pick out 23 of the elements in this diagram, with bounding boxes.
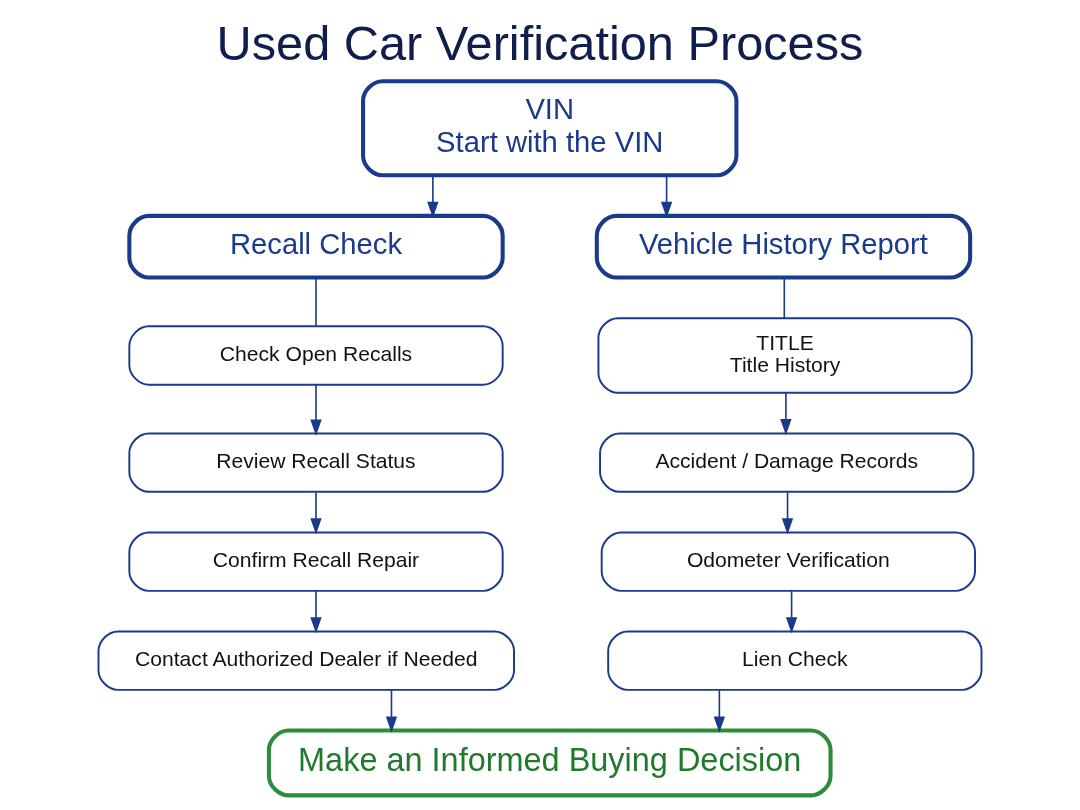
- arrow: [781, 491, 794, 535]
- node-box: Confirm Recall Repair: [128, 531, 504, 592]
- diagram-title: Used Car Verification Process: [216, 16, 864, 71]
- node-box: Odometer Verification: [600, 531, 976, 592]
- node-box: Make an Informed Buying Decision: [266, 728, 833, 798]
- arrow: [385, 689, 398, 733]
- arrow: [713, 689, 726, 733]
- arrow: [310, 491, 322, 535]
- arrow: [310, 590, 322, 634]
- node-box: TITLE Title History: [597, 317, 973, 394]
- arrow: [780, 392, 792, 436]
- node-box: Lien Check: [607, 630, 983, 691]
- node-box: Contact Authorized Dealer if Needed: [97, 630, 515, 691]
- node-box: Check Open Recalls: [128, 325, 504, 386]
- connector: [783, 276, 786, 319]
- connector: [315, 276, 317, 327]
- node-box: Accident / Damage Records: [599, 432, 975, 493]
- node-box: Recall Check: [127, 213, 505, 280]
- arrow: [310, 383, 322, 436]
- node-box: VIN Start with the VIN: [361, 79, 739, 178]
- node-box: Review Recall Status: [128, 432, 504, 493]
- arrow: [785, 590, 798, 634]
- node-box: Vehicle History Report: [594, 213, 973, 280]
